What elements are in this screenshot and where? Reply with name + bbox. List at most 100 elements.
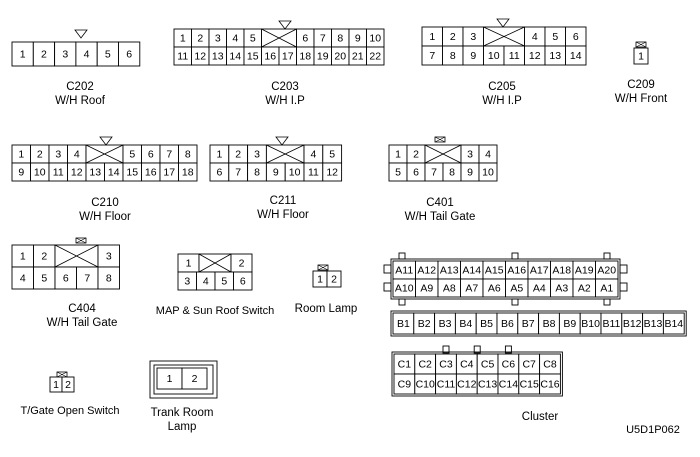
pin-label: A17 <box>530 265 549 277</box>
pin-label: 9 <box>467 167 473 179</box>
blank-cross <box>198 253 232 273</box>
pin-label: C2 <box>418 359 432 371</box>
latch-marker-icon <box>317 264 329 271</box>
pin-label: 6 <box>302 33 308 45</box>
pin-label: C9 <box>398 379 412 391</box>
pin-label: A4 <box>533 283 546 295</box>
pin-label: 1 <box>167 373 173 385</box>
pin-cell <box>61 376 75 393</box>
connector-tgate-name: T/Gate Open Switch <box>20 405 120 417</box>
pin-cell <box>118 41 141 67</box>
pin-label: B3 <box>439 318 452 330</box>
pin-label: A12 <box>417 265 436 277</box>
pin-cell <box>322 162 343 182</box>
pin-label: 8 <box>337 33 343 45</box>
connector-c401-name: W/H Tail Gate <box>404 211 476 223</box>
pin-label: 5 <box>41 273 47 285</box>
pin-label: B6 <box>501 318 514 330</box>
pin-label: A19 <box>575 265 594 277</box>
connector-c404-code: C404 <box>68 303 96 315</box>
connector-room-name: Room Lamp <box>294 303 358 315</box>
pin-label: 1 <box>20 49 26 61</box>
blank-cross <box>54 244 99 268</box>
pin-label: C15 <box>520 379 539 391</box>
key-marker-icon <box>278 20 292 30</box>
connector-c210-name: W/H Floor <box>79 211 131 223</box>
pin-cell <box>181 367 208 390</box>
cluster-a-nub-icon <box>603 252 611 260</box>
connector-c211-code: C211 <box>269 195 297 207</box>
pin-label: 6 <box>126 49 132 61</box>
cluster-a-nub-icon <box>398 252 406 260</box>
pin-label: 1 <box>317 274 323 286</box>
cluster-a-nub-icon <box>398 298 406 306</box>
pin-label: A5 <box>510 283 523 295</box>
pin-cell <box>595 278 619 298</box>
pin-label: A18 <box>552 265 571 277</box>
pin-label: 6 <box>216 167 222 179</box>
connector-c202-code: C202 <box>66 81 94 93</box>
pin-label: 2 <box>239 258 245 270</box>
pin-label: 2 <box>41 251 47 263</box>
pin-label: 2 <box>450 31 456 43</box>
pin-label: 14 <box>570 50 582 62</box>
pin-label: A3 <box>555 283 568 295</box>
connector-c205-code: C205 <box>488 81 516 93</box>
pin-label: 4 <box>74 149 80 161</box>
pin-label: B1 <box>397 318 410 330</box>
pin-label: B14 <box>664 318 683 330</box>
pin-label: 9 <box>18 167 24 179</box>
cluster-a-tab-icon <box>383 282 392 292</box>
pin-label: B12 <box>623 318 642 330</box>
key-marker-icon <box>99 136 113 146</box>
pin-label: C12 <box>457 379 476 391</box>
pin-cell <box>366 46 385 66</box>
pin-label: A6 <box>488 283 501 295</box>
connector-c209-name: W/H Front <box>614 93 668 105</box>
pin-label: 13 <box>549 50 561 62</box>
connector-map-name: MAP & Sun Roof Switch <box>155 305 275 317</box>
pin-label: 13 <box>89 167 101 179</box>
pin-label: A1 <box>600 283 613 295</box>
pin-label: 4 <box>532 31 538 43</box>
pin-cell <box>565 45 587 66</box>
pin-label: 5 <box>250 33 256 45</box>
pin-label: 6 <box>413 167 419 179</box>
pin-label: B8 <box>543 318 556 330</box>
pin-label: 15 <box>126 167 138 179</box>
pin-label: 9 <box>273 167 279 179</box>
key-marker-icon <box>496 18 510 28</box>
cluster-a-tab-icon <box>619 264 628 274</box>
pin-label: 8 <box>106 273 112 285</box>
pin-label: C13 <box>478 379 497 391</box>
pin-label: B9 <box>563 318 576 330</box>
pin-label: 11 <box>177 51 188 63</box>
pin-label: 10 <box>482 167 494 179</box>
cluster-c-nub-icon <box>504 345 512 354</box>
pin-label: 10 <box>488 50 500 62</box>
cluster-c-nub-icon <box>442 345 450 354</box>
blank-cross <box>85 144 124 164</box>
pin-label: 5 <box>105 49 111 61</box>
pin-label: 8 <box>449 167 455 179</box>
pin-label: 10 <box>289 167 301 179</box>
pin-label: 8 <box>450 50 456 62</box>
pin-label: 3 <box>254 149 260 161</box>
pin-label: 6 <box>240 276 246 288</box>
pin-label: C11 <box>437 379 456 391</box>
cluster-a-tab-icon <box>619 282 628 292</box>
pin-cell <box>97 266 120 290</box>
pin-label: B2 <box>418 318 431 330</box>
pin-label: 12 <box>529 50 541 62</box>
pin-label: 5 <box>129 149 135 161</box>
cluster-a-nub-icon <box>603 298 611 306</box>
pin-label: 11 <box>308 167 319 179</box>
pin-label: 16 <box>264 51 276 63</box>
pin-label: 11 <box>53 167 64 179</box>
pin-label: 12 <box>194 51 206 63</box>
key-marker-icon <box>275 136 289 146</box>
pin-label: 5 <box>552 31 558 43</box>
pin-label: 4 <box>84 49 90 61</box>
